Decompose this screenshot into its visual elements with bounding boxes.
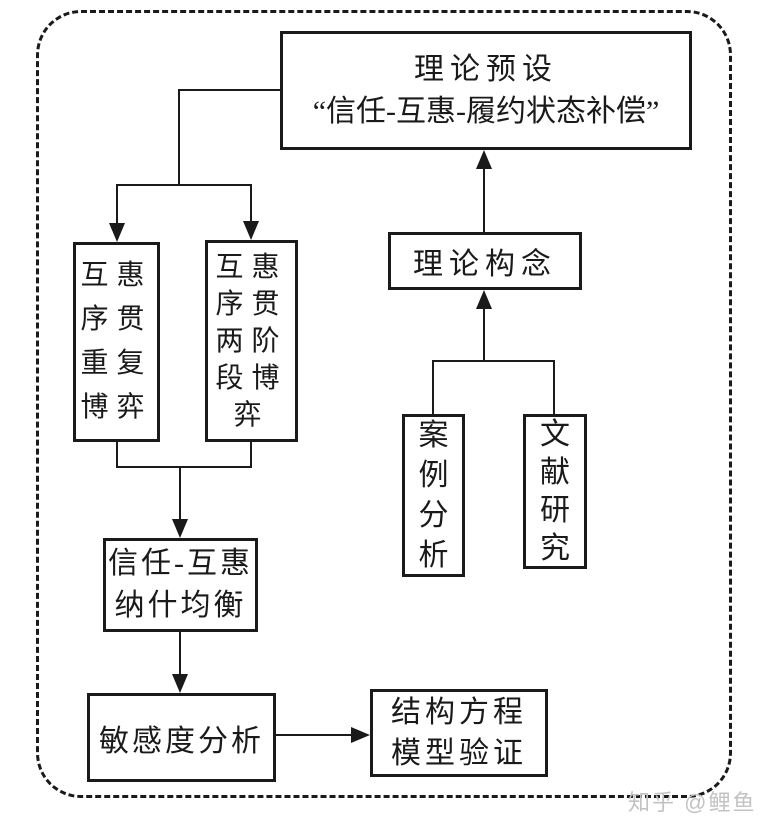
connector-construct-to-premise [483,166,485,232]
connector-case-up [432,360,434,414]
connector-sources-to-construct [483,306,485,362]
node-literature-review: 文献研究 [523,414,587,569]
node-sensitivity-analysis: 敏感度分析 [87,693,276,782]
connector-games-top-bar [116,184,252,186]
connector-into-game-repeated [116,184,118,226]
arrowhead-into-sem [351,727,370,743]
theory-construct-label: 理论构念 [413,248,557,281]
node-case-analysis: 案例分析 [402,414,465,577]
connector-nash-to-sensitivity [179,630,181,676]
sem-line1: 结构方程 [391,696,527,729]
connector-literature-up [553,360,555,414]
nash-line2: 纳什均衡 [114,589,247,622]
arrowhead-into-game-two-stage [243,221,259,240]
game-repeated-label: 互惠序贯重复博弈 [80,260,153,423]
connector-premise-left-vertical [178,89,180,186]
node-game-repeated: 互惠序贯重复博弈 [73,242,160,442]
connector-game-repeated-down [116,440,118,468]
node-sem-validation: 结构方程 模型验证 [370,689,548,777]
arrowhead-into-game-repeated [109,223,125,242]
sensitivity-label: 敏感度分析 [99,724,264,758]
node-theory-premise: 理论预设 “信任-互惠-履约状态补偿” [280,31,692,150]
arrowhead-into-sensitivity [172,674,188,693]
literature-review-label: 文献研究 [540,417,570,565]
connector-into-nash [179,466,181,522]
connector-games-bottom-bar [116,466,252,468]
connector-into-game-two-stage [250,184,252,224]
sem-line2: 模型验证 [391,737,527,770]
connector-sources-bar [432,360,555,362]
node-game-two-stage: 互惠序贯两阶段博弈 [205,240,298,442]
case-analysis-label: 案例分析 [418,418,449,572]
arrowhead-into-construct [476,290,492,309]
nash-line1: 信任-互惠 [108,547,253,580]
connector-premise-left-horizontal [179,89,282,91]
connector-game-two-stage-down [250,440,252,468]
game-two-stage-label: 互惠序贯两阶段博弈 [215,251,288,431]
arrowhead-into-nash [172,519,188,538]
node-nash-equilibrium: 信任-互惠 纳什均衡 [103,538,258,632]
theory-premise-subtitle: “信任-互惠-履约状态补偿” [312,94,660,128]
connector-sensitivity-to-sem [275,734,354,736]
watermark-text: 知乎 @鲤鱼 [628,790,757,815]
theory-premise-title: 理论预设 [414,52,558,86]
node-theory-construct: 理论构念 [388,232,582,290]
dashed-border-frame [36,10,732,798]
arrowhead-into-premise [476,150,492,169]
